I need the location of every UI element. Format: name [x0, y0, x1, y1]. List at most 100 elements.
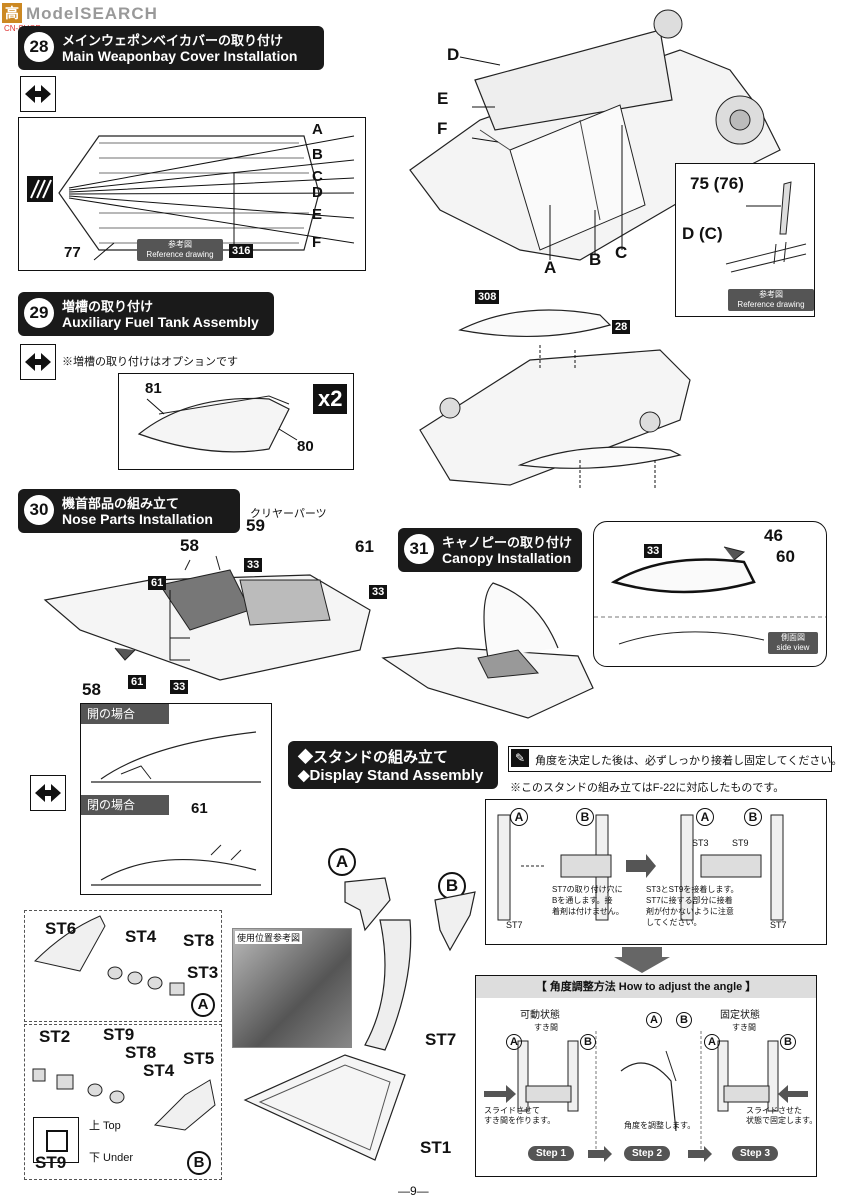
detail-A-2: A [696, 808, 714, 826]
angle-A-1: A [506, 1034, 522, 1050]
stand-header: ◆スタンドの組み立て ◆Display Stand Assembly [288, 741, 498, 789]
step3-badge: Step 3 [732, 1146, 779, 1161]
canopy-open-drawing [91, 731, 261, 783]
step30-header: 30 機首部品の組み立て Nose Parts Installation [18, 489, 240, 533]
label-E: E [312, 206, 323, 223]
angle-B-3: B [780, 1034, 796, 1050]
step29-note: ※増槽の取り付けはオプションです [62, 356, 238, 368]
weaponbay-aircraft-drawing [409, 9, 781, 261]
stand-assembly-drawing [243, 877, 476, 1161]
angle-A-3: A [704, 1034, 720, 1050]
part-tag-33-canopy: 33 [644, 544, 663, 558]
step31-number: 31 [404, 534, 434, 564]
label-ST4-b: ST4 [143, 1061, 175, 1080]
label-ST9: ST9 [103, 1025, 135, 1044]
part-tag-61-b: 61 [128, 675, 147, 689]
direction-arrows-icon-2 [20, 344, 56, 380]
label-B-circle-small: B [187, 1151, 211, 1175]
canopy-detail-drawing [594, 546, 826, 645]
stand-title-en: ◆Display Stand Assembly [298, 767, 484, 784]
stand-detail-box: A B A B ST3 ST9 ST7の取り付け穴に Bを通します。接 着剤は付… [485, 799, 827, 945]
label-A-circle-small: A [191, 993, 215, 1017]
diag-label-D: D [447, 45, 460, 64]
step-arrows [588, 1146, 712, 1162]
label-ST9-b: ST9 [35, 1153, 67, 1172]
step31-detail-box: 33 46 60 側面図 side view [593, 521, 827, 667]
page-number: —9— [398, 1184, 429, 1198]
reference-drawing-tag: 参考図 Reference drawing [137, 239, 223, 261]
stand-detail-drawing [497, 814, 784, 921]
angle-steps-drawing [484, 1031, 808, 1156]
label-F: F [312, 234, 322, 251]
step29-title-jp: 増槽の取り付け [62, 299, 154, 314]
detail-A-1: A [510, 808, 528, 826]
part-tag-33-a: 33 [244, 558, 263, 572]
detail-B-2: B [744, 808, 762, 826]
clear-parts-label: クリヤーパーツ [250, 508, 327, 520]
part-tag-308: 308 [475, 290, 500, 304]
side-jp: 側面図 [781, 633, 805, 642]
canopy-options-box: 開の場合 閉の場合 61 [80, 703, 272, 895]
pen-icon: ✎ [511, 749, 529, 767]
step28-detail-box: A B C D E F 77 参考図 Reference drawing 316 [18, 117, 366, 271]
label-ST8: ST8 [183, 931, 215, 950]
label-ST8-b: ST8 [125, 1043, 157, 1062]
usage-position-photo: 使用位置参考図 [232, 928, 352, 1048]
angle-A-2: A [646, 1012, 662, 1028]
angle-title: 【 角度調整方法 How to adjust the angle 】 [535, 981, 757, 993]
open-header: 開の場合 [81, 704, 169, 724]
step29-title-en: Auxiliary Fuel Tank Assembly [62, 314, 259, 330]
part-59: 59 [246, 516, 265, 535]
label-ST4: ST4 [125, 927, 157, 946]
step1-badge: Step 1 [528, 1146, 575, 1161]
label-ST3: ST3 [187, 963, 219, 982]
weaponbay-covers-drawing [27, 135, 355, 261]
label-ST7: ST7 [425, 1030, 457, 1049]
detail-note-st7: ST7の取り付け穴に Bを通します。接 着剤は付けません。 [552, 885, 624, 916]
diag-label-B: B [589, 250, 602, 269]
direction-arrows-icon-3 [30, 775, 66, 811]
step28-title-jp: メインウェポンベイカバーの取り付け [62, 33, 284, 48]
label-D: D [312, 184, 323, 201]
detail-st9: ST9 [732, 838, 749, 848]
detail-st7-a: ST7 [506, 920, 523, 930]
orientation-box [33, 1117, 79, 1163]
stand-title-jp: ◆スタンドの組み立て [298, 749, 449, 766]
step30-number: 30 [24, 495, 54, 525]
open-label: 開の場合 [87, 707, 136, 721]
label-A: A [312, 121, 323, 138]
fuel-tank-aircraft-drawing [419, 309, 691, 490]
label-B: B [312, 146, 323, 163]
x2-badge: x2 [313, 384, 348, 414]
part-77: 77 [64, 244, 81, 261]
parts-A-box: ST6 ST4 ST8 ST3 A [24, 910, 222, 1022]
parts-B-box: ST2 ST9 ST8 ST4 ST5 上 Top 下 Under ST9 B [24, 1024, 222, 1180]
part-46: 46 [764, 526, 783, 545]
detail-note-st3: ST3とST9を接着します。 ST7に接する部分に接着 剤が付かないように注意 … [646, 885, 739, 927]
step31-title-jp: キャノピーの取り付け [442, 535, 573, 550]
gap-label-2: すき間 [732, 1023, 756, 1032]
down-arrow-icon [614, 947, 670, 973]
ref-jp: 参考図 [168, 240, 192, 249]
pin-inset-drawing [725, 181, 807, 273]
detail-st7-b: ST7 [770, 920, 787, 930]
parts-B-drawing [32, 1068, 216, 1131]
orientation-square [46, 1130, 68, 1152]
watermark-text: ModelSEARCH [26, 4, 158, 23]
step31-header: 31 キャノピーの取り付け Canopy Installation [398, 528, 582, 572]
diag-label-A: A [544, 258, 557, 277]
slide-note-2: スライドさせた 状態で固定します。 [746, 1106, 818, 1125]
fuel-tank-drawing [137, 395, 298, 453]
step29-header: 29 増槽の取り付け Auxiliary Fuel Tank Assembly [18, 292, 274, 336]
angle-B-1: B [580, 1034, 596, 1050]
parts-A-drawing [34, 915, 185, 996]
step2-badge: Step 2 [624, 1146, 671, 1161]
angle-adjust-box: 【 角度調整方法 How to adjust the angle 】 可動状態 … [475, 975, 817, 1177]
label-ST5: ST5 [183, 1049, 215, 1068]
part-58-top: 58 [180, 536, 199, 555]
angle-B-2: B [676, 1012, 692, 1028]
canopy-closed-drawing [91, 844, 261, 886]
direction-arrows-icon [20, 76, 56, 112]
diag-label-E: E [437, 89, 449, 108]
label-ST1: ST1 [420, 1138, 452, 1157]
